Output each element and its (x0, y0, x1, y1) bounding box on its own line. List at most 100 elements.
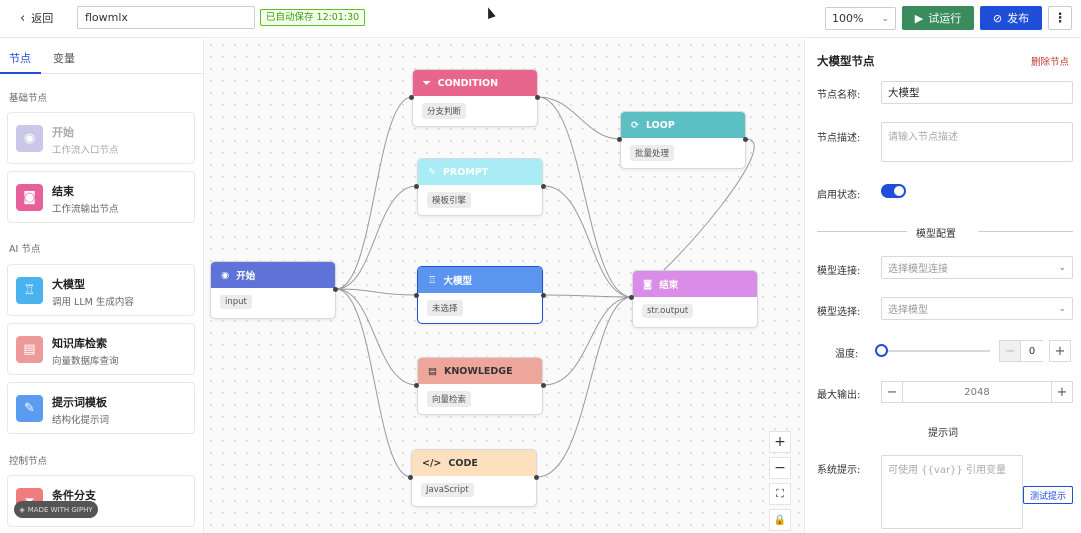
max-output-value[interactable]: 2048 (903, 381, 1051, 403)
output-port[interactable] (541, 293, 546, 298)
enabled-label: 启用状态: (817, 190, 861, 201)
palette-item-llm[interactable]: ♖ 大模型 调用 LLM 生成内容 (7, 264, 195, 316)
temperature-slider-track[interactable] (881, 350, 990, 352)
flow-node-prompt[interactable]: ✎ PROMPT 模板引擎 (417, 158, 543, 216)
node-desc-textarea[interactable]: 请输入节点描述 (881, 122, 1073, 162)
conn-label: 模型连接: (817, 266, 861, 277)
output-port[interactable] (534, 475, 539, 480)
run-button[interactable]: ▶ 试运行 (902, 6, 974, 30)
fit-view-button[interactable]: ⛶ (769, 483, 791, 505)
output-port[interactable] (743, 137, 748, 142)
enabled-toggle[interactable] (881, 184, 906, 198)
node-header: ◙ 结束 (633, 271, 757, 297)
back-label: 返回 (31, 12, 54, 25)
node-title: CONDITION (437, 77, 499, 89)
output-port[interactable] (541, 184, 546, 189)
publish-button[interactable]: ⊘ 发布 (980, 6, 1042, 30)
system-prompt-label: 系统提示: (817, 465, 861, 476)
section-title-control: 控制节点 (9, 456, 48, 467)
edge-prompt-end (543, 185, 633, 298)
palette-item-start[interactable]: ◉ 开始 工作流入口节点 (7, 112, 195, 164)
input-port[interactable] (414, 293, 419, 298)
edge-code-end (536, 296, 633, 478)
tab-nodes[interactable]: 节点 (9, 52, 31, 65)
flow-node-condition[interactable]: ⏷ CONDITION 分支判断 (412, 69, 538, 127)
publish-label: 发布 (1007, 12, 1030, 25)
more-options-button[interactable]: ⋮ (1048, 6, 1072, 30)
code-icon: </> (422, 457, 442, 469)
node-title: PROMPT (442, 166, 489, 178)
palette-item-desc: 工作流入口节点 (52, 145, 119, 156)
temperature-increment[interactable]: + (1049, 340, 1071, 362)
model-label: 模型选择: (817, 307, 861, 318)
node-header: ⏷ CONDITION (413, 70, 537, 96)
palette-item-end[interactable]: ◙ 结束 工作流输出节点 (7, 171, 195, 223)
zoom-out-button[interactable]: − (769, 457, 791, 479)
tab-variables[interactable]: 变量 (53, 52, 75, 65)
palette-item-title: 结束 (52, 185, 74, 198)
flow-node-knowledge[interactable]: ▤ KNOWLEDGE 向量检索 (417, 357, 543, 415)
node-title: LOOP (645, 119, 675, 131)
run-label: 试运行 (928, 12, 962, 25)
input-port[interactable] (617, 137, 622, 142)
max-output-label: 最大输出: (817, 390, 861, 401)
temperature-decrement[interactable]: − (999, 340, 1021, 362)
input-port[interactable] (409, 95, 414, 100)
flow-node-llm[interactable]: ♖ 大模型 未选择 (417, 266, 543, 324)
chevron-left-icon: ‹ (20, 10, 26, 26)
robot-icon: ♖ (16, 277, 43, 304)
flow-node-code[interactable]: </> CODE JavaScript (411, 449, 537, 507)
max-output-decrement[interactable]: − (881, 381, 903, 403)
pencil-icon: ✎ (16, 395, 43, 422)
model-select[interactable]: 选择模型 ⌄ (881, 297, 1073, 320)
input-port[interactable] (629, 295, 634, 300)
palette-item-knowledge[interactable]: ▤ 知识库检索 向量数据库查询 (7, 323, 195, 375)
edge-start-prompt (335, 185, 418, 290)
palette-item-title: 条件分支 (52, 489, 96, 502)
flow-node-start[interactable]: ◉ 开始 input (210, 261, 336, 319)
input-port[interactable] (414, 184, 419, 189)
node-title: CODE (448, 457, 478, 469)
flow-node-end[interactable]: ◙ 结束 str.output (632, 270, 758, 328)
flow-canvas[interactable]: ⏷ CONDITION 分支判断 ⟳ LOOP 批量处理 ✎ PROMPT 模板… (205, 39, 803, 533)
palette-item-desc: 工作流输出节点 (52, 204, 119, 215)
node-header: ✎ PROMPT (418, 159, 542, 185)
output-port[interactable] (535, 95, 540, 100)
flow-node-loop[interactable]: ⟳ LOOP 批量处理 (620, 111, 746, 169)
palette-item-desc: 结构化提示词 (52, 415, 110, 426)
active-tab-indicator (0, 72, 41, 74)
play-circle-icon: ◉ (221, 269, 230, 281)
output-port[interactable] (333, 287, 338, 292)
input-port[interactable] (408, 475, 413, 480)
node-name-input[interactable] (881, 81, 1073, 104)
palette-item-title: 开始 (52, 126, 74, 139)
minus-icon: − (774, 460, 786, 476)
test-prompt-button[interactable]: 测试提示 (1023, 486, 1073, 504)
properties-panel: 大模型节点 删除节点 节点名称: 节点描述: 请输入节点描述 启用状态: 模型配… (804, 39, 1081, 533)
lock-button[interactable]: 🔒 (769, 509, 791, 531)
flow-name-input[interactable] (77, 6, 255, 29)
max-output-increment[interactable]: + (1051, 381, 1073, 403)
palette-item-prompt[interactable]: ✎ 提示词模板 结构化提示词 (7, 382, 195, 434)
zoom-in-button[interactable]: + (769, 431, 791, 453)
system-prompt-textarea[interactable]: 可使用 {{var}} 引用变量 (881, 455, 1023, 529)
palette-item-title: 知识库检索 (52, 337, 107, 350)
model-connection-select[interactable]: 选择模型连接 ⌄ (881, 256, 1073, 279)
input-port[interactable] (414, 383, 419, 388)
node-chip: 批量处理 (630, 145, 675, 161)
edges-layer (335, 96, 755, 478)
edge-start-code (335, 288, 412, 478)
zoom-select[interactable]: 100% ⌄ (825, 7, 896, 30)
temperature-slider-thumb[interactable] (875, 344, 888, 357)
node-chip: 分支判断 (422, 103, 467, 119)
temperature-value[interactable]: 0 (1021, 340, 1043, 362)
node-chip: 模板引擎 (427, 192, 472, 208)
play-circle-icon: ◉ (16, 125, 43, 152)
back-button[interactable]: ‹ 返回 (20, 10, 53, 26)
toggle-knob (894, 186, 904, 196)
delete-node-button[interactable]: 删除节点 (1031, 57, 1070, 68)
palette-item-desc: 调用 LLM 生成内容 (52, 297, 134, 308)
name-label: 节点名称: (817, 90, 861, 101)
stop-circle-icon: ◙ (643, 278, 653, 290)
output-port[interactable] (541, 383, 546, 388)
